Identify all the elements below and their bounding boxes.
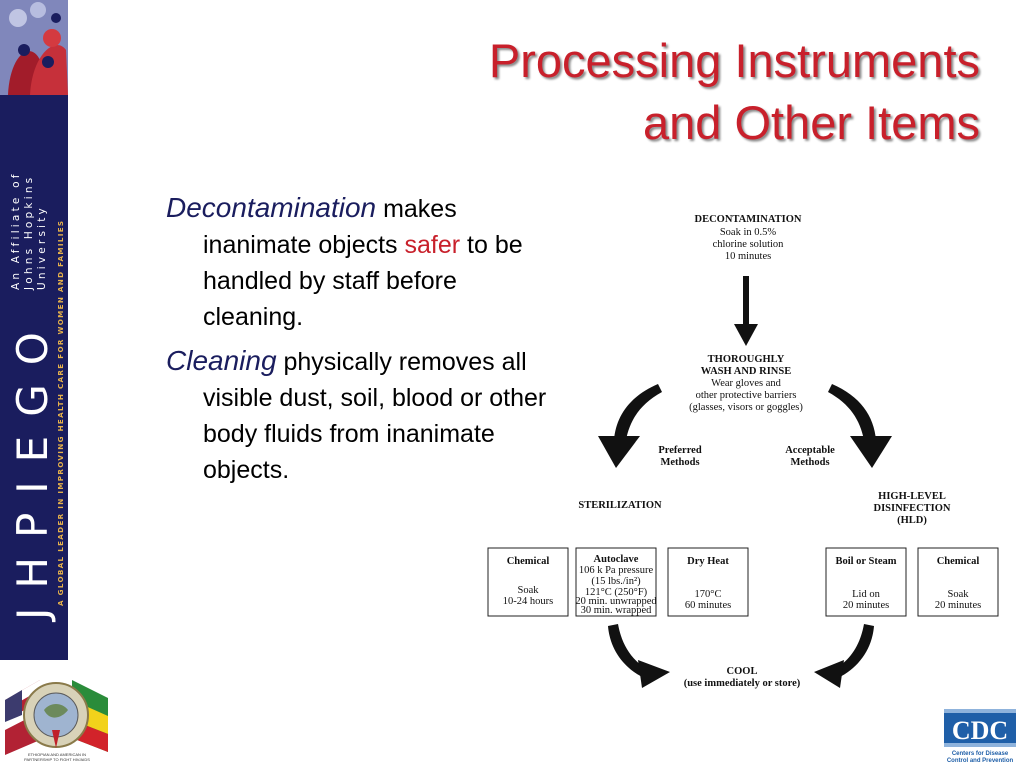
node-cool: COOL [727, 666, 758, 677]
box-text: Soak [518, 585, 540, 596]
highlight-safer: safer [404, 231, 461, 259]
box-text: 20 minutes [935, 600, 981, 611]
box-text: 10-24 hours [503, 596, 553, 607]
partnership-seal-icon [5, 680, 108, 755]
title-line: Processing Instruments [488, 34, 980, 87]
bullet-text: physically removes all visible dust, soi… [203, 348, 547, 484]
bullet-text: to be handled by staff before cleaning. [203, 231, 523, 331]
node-decontamination-text: 10 minutes [725, 251, 771, 262]
node-wash-title: WASH AND RINSE [701, 366, 791, 377]
processing-flowchart: DECONTAMINATION Soak in 0.5% chlorine so… [480, 200, 1020, 700]
bullet-decontamination: Decontamination makes inanimate objects … [166, 190, 556, 335]
box-text: 60 minutes [685, 600, 731, 611]
node-wash-title: THOROUGHLY [708, 354, 785, 365]
method-box-chemical-sterilization: Chemical Soak 10-24 hours [487, 547, 569, 617]
box-title: Chemical [507, 556, 550, 567]
term-decontamination: Decontamination [166, 192, 377, 223]
affiliate-line: Johns Hopkins [23, 174, 35, 290]
cdc-name-line: Control and Prevention [947, 758, 1014, 764]
box-title: Autoclave [594, 554, 639, 565]
affiliate-line: An Affiliate of [10, 171, 22, 290]
title-line: and Other Items [643, 96, 980, 149]
affiliate-text: An Affiliate of Johns Hopkins University [10, 171, 49, 290]
body-text: Decontamination makes inanimate objects … [166, 190, 556, 496]
box-text: Soak [948, 589, 970, 600]
box-text: (15 lbs./in²) [591, 576, 641, 587]
method-box-chemical-hld: Chemical Soak 20 minutes [917, 547, 999, 617]
cdc-logo-icon: CDC Centers for Disease Control and Prev… [941, 707, 1019, 765]
box-text: 20 min. unwrapped [575, 596, 657, 607]
node-wash-text: other protective barriers [696, 390, 797, 401]
label-acceptable: Methods [790, 457, 829, 468]
box-text: 106 k Pa pressure [579, 565, 654, 576]
affiliate-line: University [36, 205, 48, 290]
node-decontamination-title: DECONTAMINATION [695, 214, 802, 225]
box-title: Boil or Steam [835, 556, 896, 567]
node-wash-text: Wear gloves and [711, 378, 781, 389]
node-hld: HIGH-LEVEL [878, 491, 946, 502]
label-preferred: Methods [660, 457, 699, 468]
node-cool: (use immediately or store) [684, 678, 801, 689]
box-text: 20 minutes [843, 600, 889, 611]
box-text: 30 min. wrapped [581, 605, 653, 616]
cdc-logo-text: CDC [952, 716, 1008, 745]
curved-arrow-to-cool-right-icon [814, 624, 874, 688]
box-text: Lid on [852, 589, 880, 600]
method-box-boil-steam: Boil or Steam Lid on 20 minutes [825, 547, 907, 617]
curved-arrow-right-icon [828, 384, 892, 468]
box-text: 121°C (250°F) [585, 587, 648, 598]
node-decontamination-text: Soak in 0.5% [720, 227, 777, 238]
method-box-dry-heat: Dry Heat 170°C 60 minutes [667, 547, 749, 617]
curved-arrow-to-cool-left-icon [608, 624, 670, 688]
curved-arrow-left-icon [598, 384, 662, 468]
box-title: Chemical [937, 556, 980, 567]
method-box-autoclave: Autoclave 106 k Pa pressure (15 lbs./in²… [575, 547, 657, 617]
flowchart-diagram: DECONTAMINATION Soak in 0.5% chlorine so… [487, 214, 999, 689]
seal-caption: ETHIOPIAN AND AMERICAN IN PARTNERSHIP TO… [24, 752, 90, 762]
bullet-cleaning: Cleaning physically removes all visible … [166, 343, 556, 488]
brand-bar [0, 95, 68, 660]
people-figures-icon [0, 0, 68, 95]
node-wash-text: (glasses, visors or goggles) [689, 402, 803, 413]
label-acceptable: Acceptable [785, 445, 835, 456]
arrow-down-icon [734, 276, 758, 346]
cdc-name-line: Centers for Disease [952, 751, 1009, 757]
bullet-text: makes inanimate objects [203, 195, 457, 259]
node-decontamination-text: chlorine solution [713, 239, 785, 250]
term-cleaning: Cleaning [166, 345, 277, 376]
corner-artwork [0, 0, 68, 95]
node-sterilization: STERILIZATION [578, 500, 662, 511]
brand-tagline: A GLOBAL LEADER IN IMPROVING HEALTH CARE… [56, 219, 65, 606]
box-title: Dry Heat [687, 556, 729, 567]
slide-title: Processing Instruments and Other Items [489, 30, 980, 154]
label-preferred: Preferred [658, 445, 701, 456]
node-hld: DISINFECTION [873, 503, 950, 514]
node-hld: (HLD) [897, 515, 927, 526]
box-text: 170°C [695, 589, 722, 600]
sidebar: JHPIEGO An Affiliate of Johns Hopkins Un… [0, 0, 108, 768]
